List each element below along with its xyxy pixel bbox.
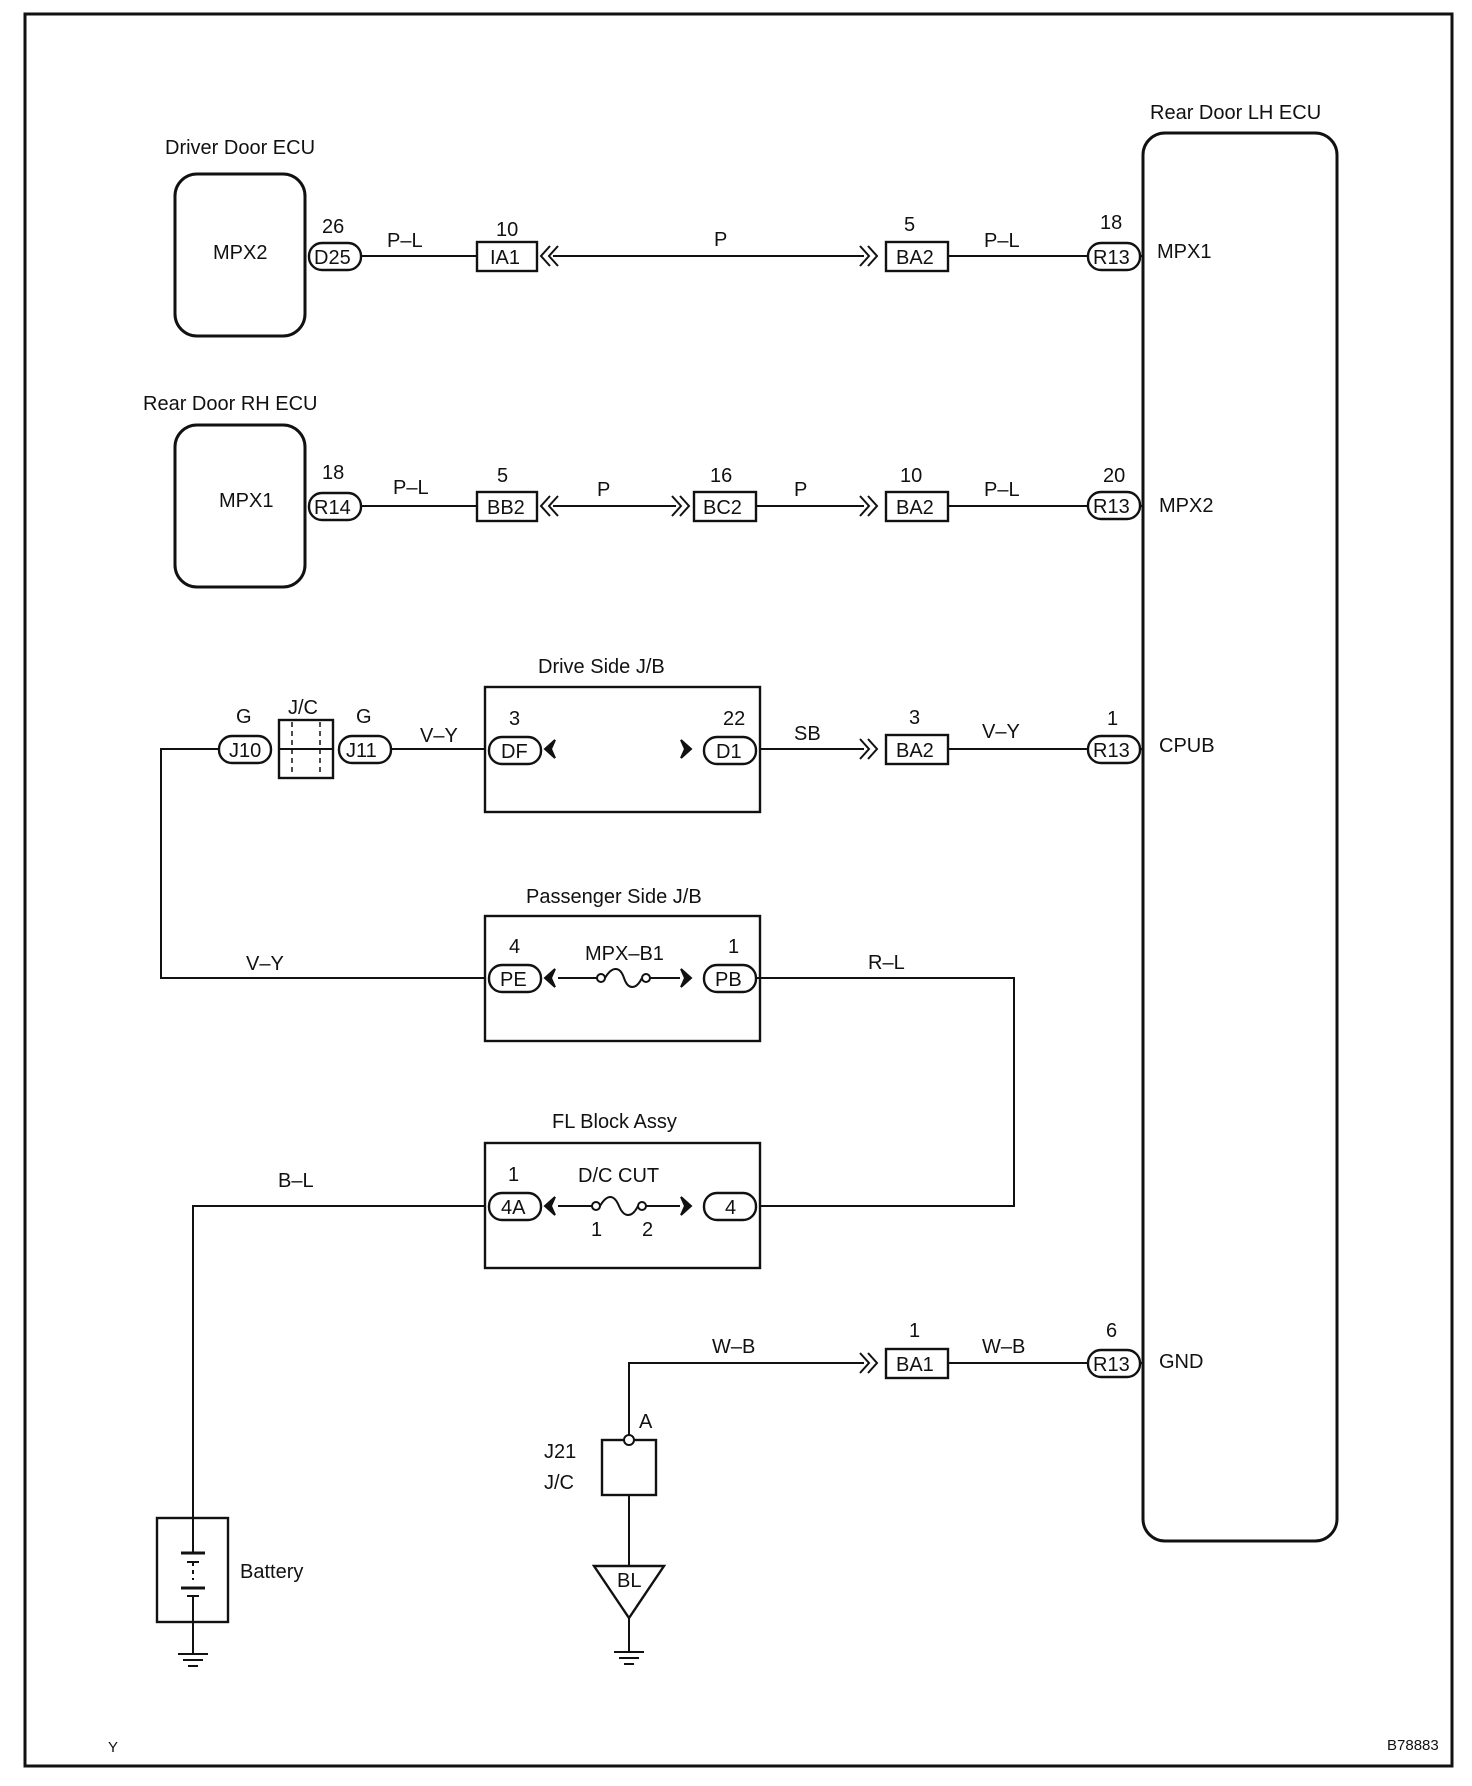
- bl-ground-label: BL: [617, 1570, 641, 1592]
- battery-label: Battery: [240, 1561, 303, 1583]
- figure-id: B78883: [1387, 1737, 1439, 1754]
- pb-pin: 1: [728, 936, 739, 958]
- r14-pin: 18: [322, 462, 344, 484]
- df-pin: 3: [509, 708, 520, 730]
- wire-color: P–L: [984, 230, 1020, 252]
- diagram-frame: [23, 12, 1454, 1768]
- bb2-pin: 5: [497, 465, 508, 487]
- d25-pin: 26: [322, 216, 344, 238]
- bc2-pin: 16: [710, 465, 732, 487]
- j10-connector: J10: [229, 740, 261, 762]
- drive-side-jb-title: Drive Side J/B: [538, 656, 665, 678]
- driver-door-ecu-title: Driver Door ECU: [165, 137, 315, 159]
- ba1-pin: 1: [909, 1320, 920, 1342]
- bc2-connector: BC2: [703, 497, 742, 519]
- wire-color: P–L: [984, 479, 1020, 501]
- circuit-passenger-jb: V–Y Passenger Side J/B 4 PE MPX–B1 1 PB …: [246, 886, 1015, 1207]
- jc-label: J/C: [288, 697, 318, 719]
- ground-icon: [178, 1622, 208, 1667]
- r13-connector: R13: [1093, 247, 1130, 269]
- driver-door-ecu-terminal: MPX2: [213, 242, 267, 264]
- rear-door-lh-ecu-title: Rear Door LH ECU: [1150, 102, 1321, 124]
- pe-connector: PE: [500, 969, 527, 991]
- footer-left: Y: [108, 1739, 118, 1756]
- wire-color: V–Y: [420, 725, 458, 747]
- rear-door-rh-ecu-title: Rear Door RH ECU: [143, 393, 317, 415]
- ba2-pin: 3: [909, 707, 920, 729]
- wire-color: P: [714, 229, 727, 251]
- wire-color: SB: [794, 723, 821, 745]
- wire-color: V–Y: [246, 953, 284, 975]
- wire-color: P: [597, 479, 610, 501]
- fuse-mpx-b1-label: MPX–B1: [585, 943, 664, 965]
- d1-pin: 22: [723, 708, 745, 730]
- junction-a-label: A: [639, 1411, 653, 1433]
- wire-color: W–B: [982, 1336, 1025, 1358]
- bb2-connector: BB2: [487, 497, 525, 519]
- driver-door-ecu: Driver Door ECU MPX2: [165, 137, 315, 338]
- ba2-pin: 10: [900, 465, 922, 487]
- rear-door-rh-ecu-terminal: MPX1: [219, 490, 273, 512]
- ba1-connector: BA1: [896, 1354, 934, 1376]
- rear-lh-terminal-mpx1: MPX1: [1157, 241, 1211, 263]
- r13-pin: 1: [1107, 708, 1118, 730]
- fuse-icon: [558, 1196, 680, 1216]
- battery: Battery: [155, 1516, 303, 1667]
- r13-connector: R13: [1093, 496, 1130, 518]
- r13-pin: 6: [1106, 1320, 1117, 1342]
- r14-connector: R14: [314, 497, 351, 519]
- circuit-mpx-driver: 26 D25 P–L 10 IA1 P 5 BA2 P–L 18 R13: [307, 212, 1143, 273]
- ba2-connector: BA2: [896, 497, 934, 519]
- r13-connector: R13: [1093, 740, 1130, 762]
- ba2-connector: BA2: [896, 740, 934, 762]
- d1-connector: D1: [716, 741, 742, 763]
- r13-pin: 20: [1103, 465, 1125, 487]
- j21-label: J21: [544, 1441, 576, 1463]
- wire-color: P: [794, 479, 807, 501]
- rear-door-rh-ecu: Rear Door RH ECU MPX1: [143, 393, 317, 589]
- pe-pin: 4: [509, 936, 520, 958]
- right-connector: 4: [725, 1197, 736, 1219]
- wire-color: B–L: [278, 1170, 314, 1192]
- df-connector: DF: [501, 741, 528, 763]
- wire-color: R–L: [868, 952, 905, 974]
- fuse-pin-2: 2: [642, 1219, 653, 1241]
- rear-lh-terminal-mpx2: MPX2: [1159, 495, 1213, 517]
- battery-icon: [181, 1518, 205, 1622]
- r13-pin: 18: [1100, 212, 1122, 234]
- ba2-connector: BA2: [896, 247, 934, 269]
- 4a-pin: 1: [508, 1164, 519, 1186]
- fuse-icon: [558, 968, 680, 988]
- wire-color: V–Y: [982, 721, 1020, 743]
- fl-block-assy-title: FL Block Assy: [552, 1111, 677, 1133]
- ia1-connector: IA1: [490, 247, 520, 269]
- g-left-label: G: [236, 706, 252, 728]
- rear-lh-terminal-gnd: GND: [1159, 1351, 1203, 1373]
- j11-connector: J11: [346, 740, 377, 762]
- wire-color: P–L: [393, 477, 429, 499]
- circuit-cpub: G J10 J/C G J11 V–Y Drive Side J/B 3 DF …: [160, 656, 1143, 979]
- passenger-side-jb-title: Passenger Side J/B: [526, 886, 702, 908]
- circuit-fl-block: B–L FL Block Assy 1 4A D/C CUT 1 2 4: [192, 1111, 762, 1518]
- ia1-pin: 10: [496, 219, 518, 241]
- 4a-connector: 4A: [501, 1197, 526, 1219]
- d25-connector: D25: [314, 247, 351, 269]
- ground-icon: [614, 1618, 644, 1665]
- r13-connector: R13: [1093, 1354, 1130, 1376]
- jc-label: J/C: [544, 1472, 574, 1494]
- circuit-ground: W–B 1 BA1 W–B 6 R13 A J21 J/C BL: [544, 1320, 1143, 1665]
- wire-color: P–L: [387, 230, 423, 252]
- rear-lh-terminal-cpub: CPUB: [1159, 735, 1215, 757]
- circuit-mpx-rear-rh: 18 R14 P–L 5 BB2 P 16 BC2 P 10 BA2 P–L 2…: [307, 462, 1143, 523]
- g-right-label: G: [356, 706, 372, 728]
- ba2-pin: 5: [904, 214, 915, 236]
- fuse-pin-1: 1: [591, 1219, 602, 1241]
- pb-connector: PB: [715, 969, 742, 991]
- fuse-dc-cut-label: D/C CUT: [578, 1165, 659, 1187]
- wire-color: W–B: [712, 1336, 755, 1358]
- rear-door-lh-ecu: Rear Door LH ECU MPX1 MPX2 CPUB GND: [1141, 102, 1339, 1543]
